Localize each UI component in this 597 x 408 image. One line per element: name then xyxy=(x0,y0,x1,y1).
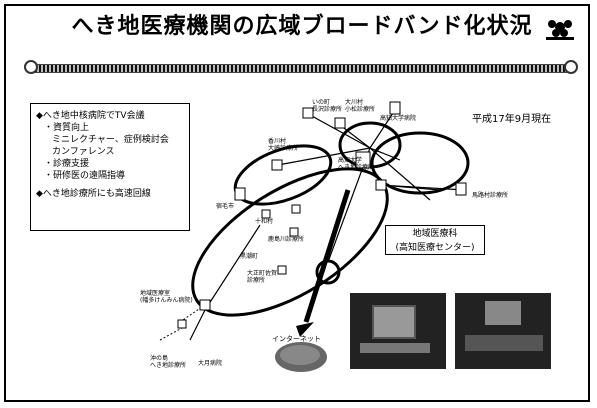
regional-medicine-title: 地域医療科 xyxy=(412,229,458,239)
node-kuroshio: 黒潮町 xyxy=(240,253,259,260)
as-of-date: 平成17年9月現在 xyxy=(472,114,552,125)
node-central: 高知大学 へき地診療所 xyxy=(338,157,375,171)
node-otsuki: 大正町佐賀 診療所 xyxy=(247,270,278,284)
regional-medicine-subtitle: (高知医療センター) xyxy=(395,243,475,253)
node-sukumo: 宿毛市 xyxy=(216,203,235,210)
slide-title: へき地医療機関の広域ブロードバンド化状況 xyxy=(71,14,533,39)
rule-end-left xyxy=(24,60,38,74)
summary-callout: ◆へき地中核病院でTV会議 ・資質向上 ミニレクチャー、症例検討会 カンファレン… xyxy=(30,103,190,231)
node-kashima: 鹿島川診療所 xyxy=(268,236,305,243)
callout-line: ・資質向上 xyxy=(44,123,90,133)
node-internet: インターネット xyxy=(272,335,321,343)
node-ino: いの町 長沢診療所 xyxy=(312,99,343,113)
rule-end-right xyxy=(564,60,578,74)
internet-arrow-head xyxy=(296,322,314,337)
regional-medicine-box: 地域医療科 (高知医療センター) xyxy=(385,225,485,255)
node-otoyo: 大川村 小松診療所 xyxy=(345,99,376,113)
node-kagami: 香川村 大崎診療所 xyxy=(268,138,299,152)
node-kenin: 地域医療室 (幡多けんみん病院) xyxy=(140,290,193,304)
callout-line: ◆へき地中核病院でTV会議 xyxy=(36,111,145,121)
callout-line: ◆へき地診療所にも高速回線 xyxy=(36,189,151,199)
node-otsuki-hospital: 大月病院 xyxy=(198,360,223,367)
callout-line: ・研修医の遠隔指導 xyxy=(44,171,126,181)
node-umaji: 馬路村診療所 xyxy=(472,192,509,199)
callout-line: ミニレクチャー、症例検討会 xyxy=(52,135,169,145)
node-kochi-univ: 高知大学病院 xyxy=(380,115,417,122)
slide-frame xyxy=(4,4,590,402)
callout-line: カンファレンス xyxy=(52,147,115,157)
node-okinoshima: 沖の島 へき地診療所 xyxy=(150,355,187,369)
node-towa: 十和村 xyxy=(255,218,274,225)
region-loop-east xyxy=(370,131,470,195)
callout-line: ・診療支援 xyxy=(44,159,90,169)
photo-tv-conference-terminal xyxy=(350,293,446,369)
photo-conference-room xyxy=(455,293,551,369)
